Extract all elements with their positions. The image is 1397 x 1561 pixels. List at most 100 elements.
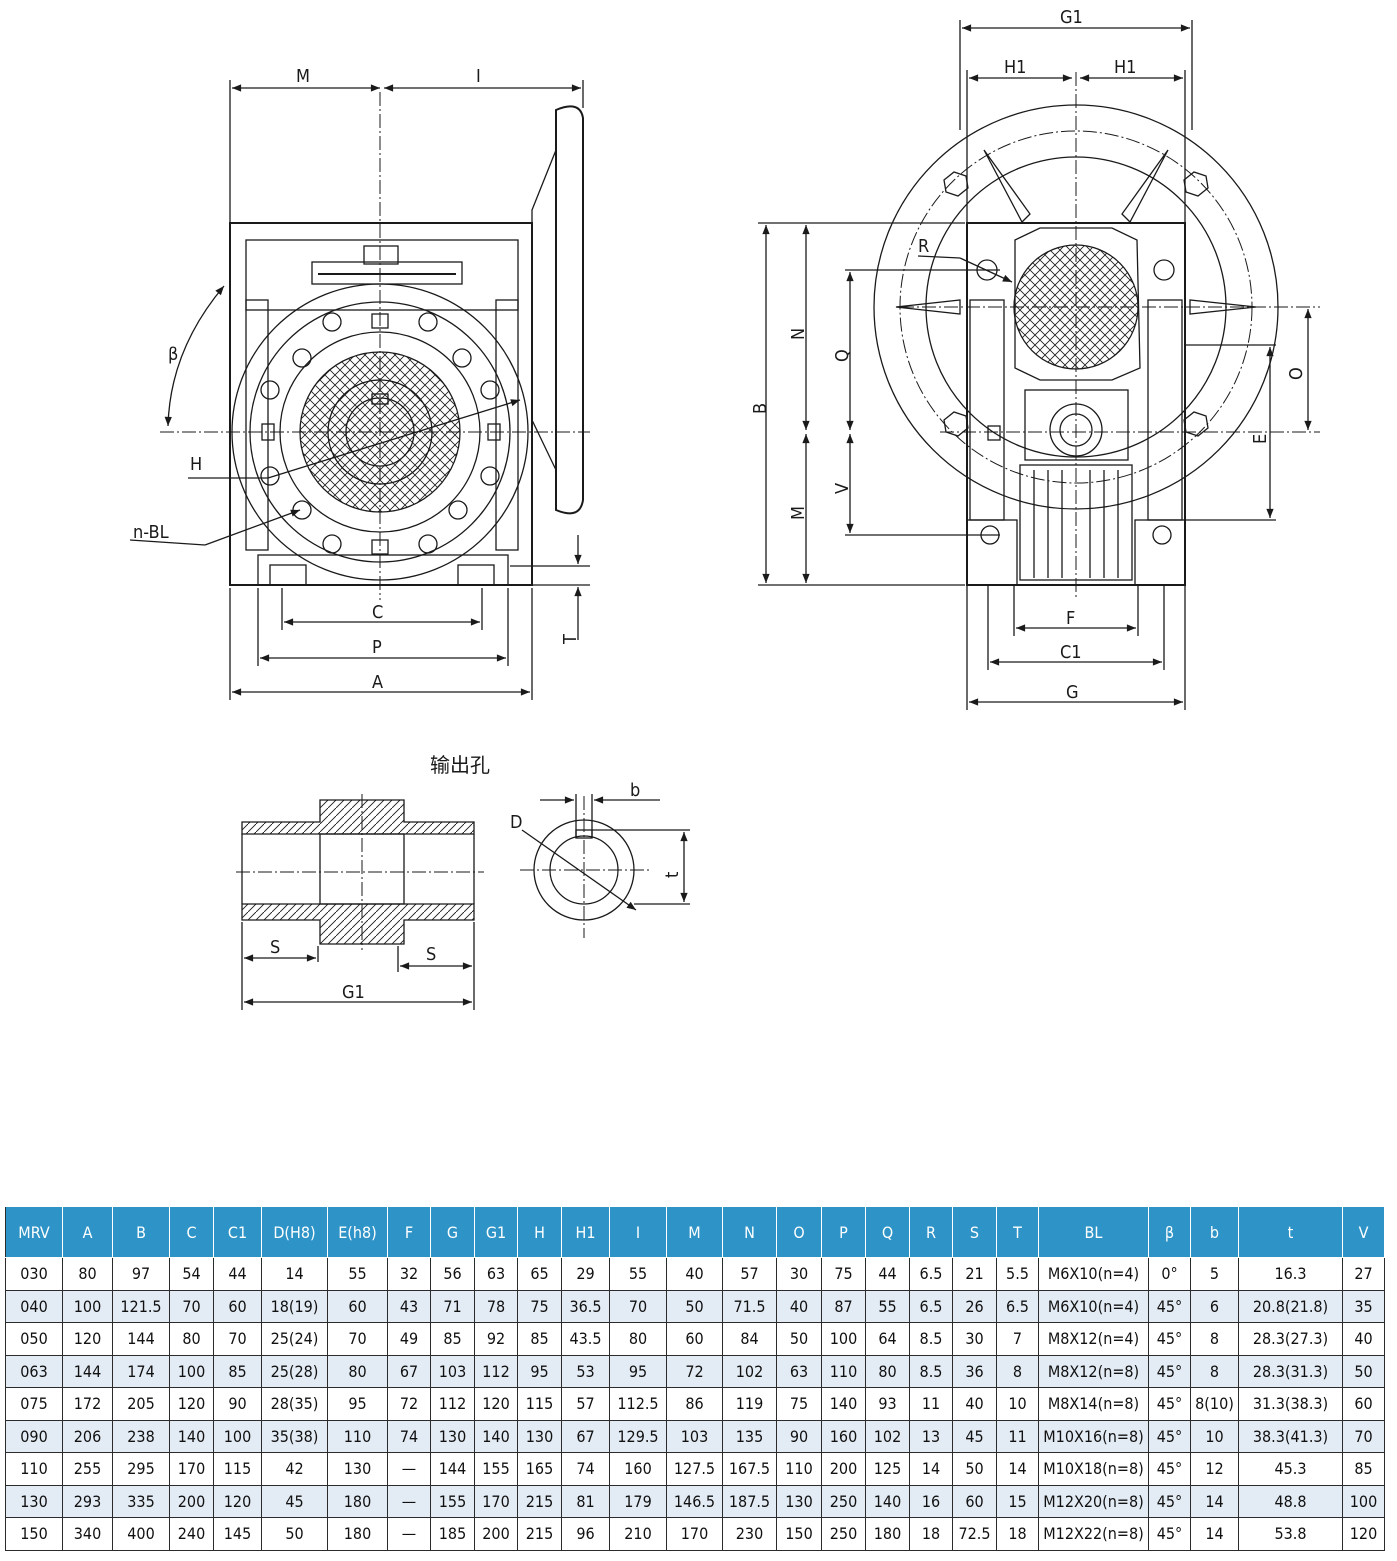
table-cell: 90	[776, 1419, 822, 1453]
table-cell: 55	[609, 1257, 667, 1291]
table-cell: 140	[821, 1387, 866, 1421]
table-cell: 119	[722, 1387, 777, 1421]
table-cell: 335	[112, 1484, 170, 1518]
table-cell: 40	[776, 1289, 822, 1323]
table-cell: 155	[430, 1484, 475, 1518]
table-cell: 48.8	[1238, 1484, 1343, 1518]
table-cell: 179	[609, 1484, 667, 1518]
table-cell: 67	[387, 1354, 431, 1388]
dim-beta: β	[168, 344, 178, 365]
table-cell: 255	[62, 1452, 113, 1486]
table-cell: 11	[909, 1387, 953, 1421]
table-cell: 130	[5, 1484, 63, 1518]
table-cell: 63	[474, 1257, 518, 1291]
table-cell: M8X12(n=8)	[1038, 1354, 1149, 1388]
table-cell: 18	[996, 1517, 1039, 1551]
table-cell: 45	[952, 1419, 997, 1453]
dim-S-right: S	[426, 944, 436, 965]
dim-Q: Q	[832, 349, 853, 362]
column-header: H	[517, 1206, 562, 1258]
table-cell: 090	[5, 1419, 63, 1453]
table-cell: 130	[327, 1452, 388, 1486]
table-cell: 050	[5, 1322, 63, 1356]
table-cell: 200	[169, 1484, 214, 1518]
table-cell: 155	[474, 1452, 518, 1486]
column-header: B	[112, 1206, 170, 1258]
table-cell: 50	[261, 1517, 328, 1551]
table-cell: 44	[865, 1257, 910, 1291]
table-cell: 030	[5, 1257, 63, 1291]
column-header: G1	[474, 1206, 518, 1258]
table-cell: 85	[517, 1322, 562, 1356]
output-hole-view: 输出孔 S S G1 b D	[236, 753, 690, 1010]
dim-F: F	[1066, 608, 1075, 629]
table-cell: 8	[1190, 1354, 1239, 1388]
dim-V: V	[832, 483, 853, 494]
table-cell: 167.5	[722, 1452, 777, 1486]
table-cell: 102	[865, 1419, 910, 1453]
table-cell: 170	[474, 1484, 518, 1518]
table-cell: M6X10(n=4)	[1038, 1289, 1149, 1323]
table-cell: 8	[996, 1354, 1039, 1388]
table-cell: 6.5	[909, 1289, 953, 1323]
table-cell: 45°	[1148, 1322, 1191, 1356]
table-cell: 36	[952, 1354, 997, 1388]
table-cell: 140	[169, 1419, 214, 1453]
table-cell: 45°	[1148, 1289, 1191, 1323]
table-cell: 100	[213, 1419, 262, 1453]
table-cell: M8X12(n=4)	[1038, 1322, 1149, 1356]
table-cell: 90	[213, 1387, 262, 1421]
column-header: t	[1238, 1206, 1343, 1258]
table-cell: 14	[1190, 1517, 1239, 1551]
table-cell: 130	[430, 1419, 475, 1453]
table-cell: 040	[5, 1289, 63, 1323]
table-cell: 230	[722, 1517, 777, 1551]
dim-S-left: S	[270, 937, 280, 958]
table-cell: 43.5	[561, 1322, 610, 1356]
column-header: A	[62, 1206, 113, 1258]
table-cell: 21	[952, 1257, 997, 1291]
table-cell: 78	[474, 1289, 518, 1323]
column-header: O	[776, 1206, 822, 1258]
table-cell: 180	[327, 1484, 388, 1518]
table-cell: 146.5	[666, 1484, 723, 1518]
table-cell: 130	[776, 1484, 822, 1518]
dim-A: A	[372, 672, 383, 693]
table-cell: 28.3(27.3)	[1238, 1322, 1343, 1356]
table-cell: 85	[213, 1354, 262, 1388]
column-header: N	[722, 1206, 777, 1258]
table-cell: 28.3(31.3)	[1238, 1354, 1343, 1388]
table-cell: 205	[112, 1387, 170, 1421]
table-cell: 95	[609, 1354, 667, 1388]
table-cell: 100	[1342, 1484, 1385, 1518]
table-cell: 110	[821, 1354, 866, 1388]
table-cell: 170	[169, 1452, 214, 1486]
column-header: G	[430, 1206, 475, 1258]
table-cell: 60	[952, 1484, 997, 1518]
table-cell: 81	[561, 1484, 610, 1518]
table-cell: 35	[1342, 1289, 1385, 1323]
table-cell: 65	[517, 1257, 562, 1291]
table-cell: 250	[821, 1484, 866, 1518]
dim-O: O	[1286, 367, 1307, 380]
table-cell: 6	[1190, 1289, 1239, 1323]
table-cell: 100	[169, 1354, 214, 1388]
table-cell: 95	[517, 1354, 562, 1388]
table-cell: —	[387, 1452, 431, 1486]
table-cell: 063	[5, 1354, 63, 1388]
dim-H: H	[190, 454, 202, 475]
table-cell: 120	[474, 1387, 518, 1421]
table-cell: 30	[776, 1257, 822, 1291]
table-cell: 127.5	[666, 1452, 723, 1486]
dim-M: M	[296, 66, 310, 87]
column-header: C	[169, 1206, 214, 1258]
table-cell: 400	[112, 1517, 170, 1551]
table-cell: 120	[1342, 1517, 1385, 1551]
